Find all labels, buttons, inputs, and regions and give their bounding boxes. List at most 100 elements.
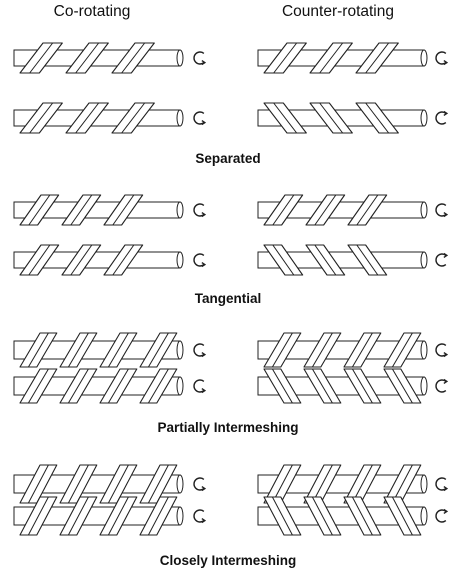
flight-edge [107,368,129,404]
flight-edge [147,332,169,368]
flight-edge [271,332,293,368]
rotation-arrow-icon [435,252,449,267]
flight-edge [391,496,413,536]
row-closely-intermeshing [13,464,428,536]
screw-shaft-end [176,340,184,360]
row-label-tangential: Tangential [195,291,262,306]
counter-rotating-screw-bottom [257,244,428,276]
screw-shaft-end [420,251,428,269]
rotation-arrow-icon [193,379,207,394]
counter-rotating-screw-bottom [257,368,428,404]
flight-edge [273,42,298,74]
counter-rotating-screw-top [257,194,428,226]
flight-edge [29,42,54,74]
counter-rotating-screw-top [257,42,428,74]
screw-illustrations [13,42,449,536]
flight-edge [351,496,373,536]
co-rotating-screw-top [13,42,184,74]
flight-edge [27,496,49,536]
rotation-arrow-icon [193,253,207,268]
flight-edge [365,42,390,74]
flight-edge [27,464,49,504]
co-rotating-screw-bottom [13,496,184,536]
flight-edge [272,194,295,226]
flight-edge [356,194,379,226]
counter-rotating-screw-bottom [257,496,428,536]
flight-edge [67,496,89,536]
co-rotating-screw-top [13,464,184,504]
flight-edge [391,332,413,368]
flight-edge [351,332,373,368]
screw-shaft-end [420,340,428,360]
flight-edge [314,244,337,276]
screw-shaft-end [176,474,184,494]
rotation-arrow-icon [193,51,207,66]
rotation-arrow-icon [435,508,449,523]
flight-edge [75,102,100,134]
rotation-arrow-icon [435,51,449,66]
flight-edge [28,194,51,226]
flight-edge [365,102,390,134]
flight-edge [112,244,135,276]
flight-edge [67,332,89,368]
column-label-co-rotating: Co-rotating [54,3,131,20]
flight-edge [147,464,169,504]
rotation-arrow-icon [193,477,207,492]
rotation-arrow-icon [435,477,449,492]
rotation-arrow-icon [435,203,449,218]
screw-shaft-end [176,376,184,396]
screw-shaft-end [420,49,428,67]
flight-edge [319,42,344,74]
flight-edge [147,368,169,404]
row-label-closely-intermeshing: Closely Intermeshing [160,553,297,568]
flight-edge [121,102,146,134]
screw-shaft-end [176,109,184,127]
flight-edge [121,42,146,74]
row-tangential [13,194,428,276]
rotation-arrow-icon [193,203,207,218]
row-label-separated: Separated [195,151,260,166]
flight-edge [356,244,379,276]
screw-shaft-end [420,474,428,494]
screw-shaft-end [176,251,184,269]
flight-edge [27,368,49,404]
flight-edge [107,496,129,536]
flight-edge [314,194,337,226]
flight-edge [27,332,49,368]
row-label-partially-intermeshing: Partially Intermeshing [157,420,298,435]
flight-edge [319,102,344,134]
row-separated [13,42,428,134]
flight-edge [29,102,54,134]
rotation-arrow-icon [435,110,449,125]
screw-shaft-end [420,506,428,526]
rotation-arrow-icon [435,343,449,358]
flight-edge [311,332,333,368]
counter-rotating-screw-top [257,464,428,504]
screw-shaft-end [176,201,184,219]
screw-shaft-end [420,376,428,396]
flight-edge [112,194,135,226]
column-label-counter-rotating: Counter-rotating [282,3,394,20]
flight-edge [67,464,89,504]
flight-edge [271,496,293,536]
flight-edge [311,368,333,404]
flight-edge [273,102,298,134]
flight-edge [75,42,100,74]
rotation-arrow-icon [193,343,207,358]
flight-edge [351,368,373,404]
co-rotating-screw-bottom [13,244,184,276]
screw-shaft-end [420,201,428,219]
counter-rotating-screw-top [257,332,428,368]
screw-shaft-end [176,49,184,67]
screw-shaft-end [176,506,184,526]
flight-edge [28,244,51,276]
co-rotating-screw-bottom [13,102,184,134]
rotation-arrow-icon [193,509,207,524]
co-rotating-screw-top [13,332,184,368]
flight-edge [107,332,129,368]
flight-edge [70,244,93,276]
flight-edge [271,368,293,404]
co-rotating-screw-bottom [13,368,184,404]
row-partially-intermeshing [13,332,428,404]
